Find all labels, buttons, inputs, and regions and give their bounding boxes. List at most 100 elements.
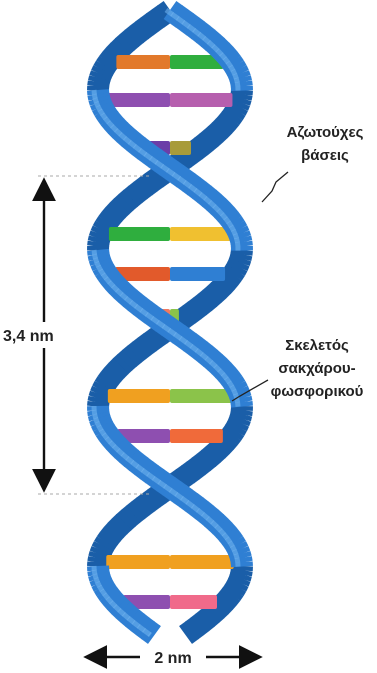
base-right: [170, 227, 231, 241]
strand-b-highlight: [122, 454, 127, 459]
strand-a-highlight: [232, 386, 234, 391]
strand-a-segment: [119, 522, 124, 527]
strand-a-highlight: [109, 282, 113, 287]
strand-b-segment: [240, 554, 241, 559]
strand-b-segment: [122, 42, 127, 47]
strand-a-segment: [133, 510, 139, 515]
strand-b-segment: [129, 354, 135, 359]
pitch-label: 3,4 nm: [3, 328, 54, 345]
strand-b-highlight: [227, 538, 230, 543]
strand-a-segment: [193, 466, 199, 471]
base-left: [106, 555, 170, 569]
strand-a-segment: [102, 226, 105, 231]
strand-b-segment: [120, 362, 125, 367]
strand-b-segment: [224, 598, 228, 603]
strand-b-segment: [105, 62, 108, 67]
strand-a-highlight: [99, 586, 102, 591]
base-left: [108, 389, 170, 403]
strand-b-highlight: [212, 522, 217, 527]
strand-b-segment: [141, 26, 147, 31]
strand-b-segment: [98, 398, 99, 403]
strand-b-highlight: [231, 226, 234, 231]
strand-a-segment: [154, 494, 160, 499]
bases-leader-line: [262, 172, 288, 202]
strand-b-highlight: [218, 210, 222, 215]
strand-a-segment: [102, 546, 104, 551]
strand-a-segment: [130, 194, 136, 199]
strand-b-segment: [210, 294, 215, 299]
strand-b-segment: [241, 570, 242, 575]
strand-a-highlight: [98, 266, 100, 271]
strand-a-segment: [235, 426, 238, 431]
strand-b-highlight: [236, 554, 237, 559]
strand-a-segment: [213, 450, 218, 455]
strand-b-segment: [241, 254, 242, 259]
strand-b-highlight: [110, 442, 114, 447]
strand-b-highlight: [234, 550, 236, 555]
strand-b-segment: [99, 98, 100, 103]
strand-a-highlight: [103, 274, 106, 279]
strand-a-segment: [128, 514, 133, 519]
strand-a-highlight: [111, 602, 115, 607]
strand-b-highlight: [97, 422, 99, 427]
strand-b-segment: [202, 618, 208, 623]
strand-b-segment: [237, 262, 239, 267]
strand-a-segment: [114, 210, 118, 215]
strand-a-highlight: [219, 370, 223, 375]
strand-a-highlight: [126, 298, 132, 303]
strand-a-highlight: [229, 382, 232, 387]
strand-b-highlight: [232, 546, 234, 551]
strand-a-highlight: [230, 66, 233, 71]
strand-a-segment: [109, 534, 113, 539]
strand-b-segment: [194, 306, 200, 311]
strand-a-segment: [211, 134, 216, 139]
strand-a-segment: [101, 230, 103, 235]
strand-b-highlight: [107, 438, 111, 443]
strand-a-highlight: [100, 270, 103, 275]
strand-a-highlight: [97, 262, 99, 267]
strand-b-segment: [101, 70, 103, 75]
strand-b-highlight: [96, 418, 98, 423]
strand-b-highlight: [99, 426, 102, 431]
strand-b-segment: [100, 418, 102, 423]
base-right: [170, 595, 217, 609]
strand-b-highlight: [236, 238, 237, 243]
strand-a-segment: [98, 254, 99, 259]
strand-a-highlight: [204, 38, 209, 43]
strand-b-highlight: [230, 542, 233, 547]
strand-a-segment: [179, 158, 185, 163]
strand-a-highlight: [215, 366, 220, 371]
strand-a-segment: [98, 558, 99, 563]
strand-b-segment: [158, 14, 164, 19]
strand-a-highlight: [149, 634, 150, 635]
strand-a-highlight: [102, 590, 105, 595]
strand-b-segment: [109, 374, 113, 379]
strand-b-segment: [108, 58, 112, 63]
strand-a-segment: [241, 82, 242, 87]
strand-a-segment: [240, 78, 241, 83]
base-right: [170, 429, 223, 443]
strand-a-highlight: [228, 62, 231, 67]
strand-a-segment: [98, 570, 99, 575]
strand-b-highlight: [214, 206, 219, 211]
strand-a-highlight: [213, 46, 218, 51]
strand-b-segment: [239, 234, 241, 239]
strand-b-highlight: [220, 530, 224, 535]
strand-a-segment: [238, 102, 240, 107]
strand-b-segment: [234, 586, 237, 591]
strand-b-segment: [114, 50, 118, 55]
strand-b-highlight: [95, 98, 96, 103]
strand-b-highlight: [237, 558, 238, 563]
strand-b-segment: [125, 358, 130, 363]
strand-b-segment: [192, 626, 198, 631]
strand-b-segment: [200, 302, 206, 307]
strand-b-segment: [214, 290, 219, 295]
strand-b-segment: [240, 574, 241, 579]
strand-a-segment: [117, 206, 122, 211]
strand-a-segment: [224, 122, 228, 127]
strand-a-highlight: [94, 570, 95, 575]
strand-a-segment: [208, 454, 213, 459]
strand-a-segment: [107, 218, 110, 223]
strand-b-segment: [136, 30, 142, 35]
strand-b-segment: [228, 594, 232, 599]
